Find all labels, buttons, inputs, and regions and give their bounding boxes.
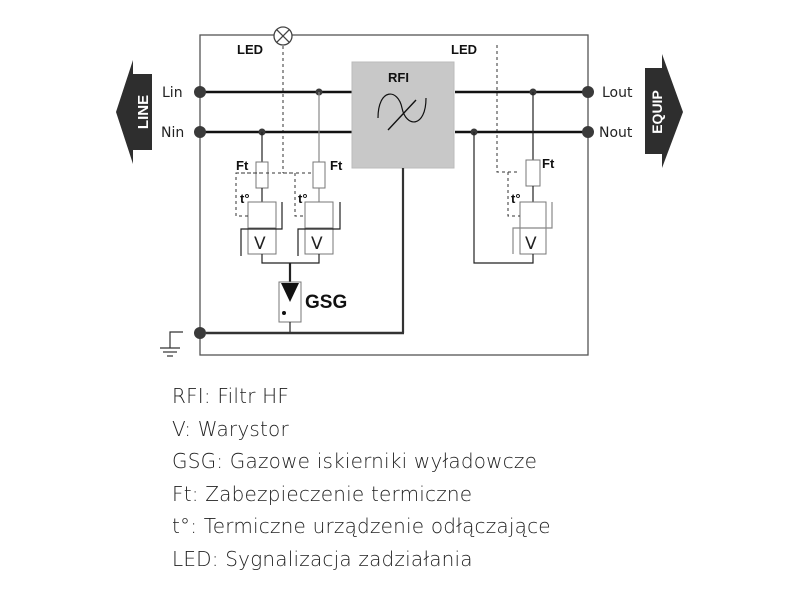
lin-label: Lin	[162, 85, 183, 101]
equip-arrow-label: EQUIP	[649, 90, 665, 134]
thermal-fuse-1	[255, 161, 269, 189]
legend-item-rfi: RFI: Filtr HF	[172, 384, 290, 408]
filter-sine-icon	[377, 93, 427, 131]
t-label-2: t°	[298, 191, 308, 206]
terminal-pe	[194, 327, 206, 339]
line-arrow-label: LINE	[135, 95, 152, 129]
varistor-2	[304, 227, 334, 255]
rfi-filter-block	[351, 61, 455, 169]
branch-wire	[473, 132, 534, 264]
ft-label-2: Ft	[330, 158, 343, 173]
lout-label: Lout	[602, 85, 633, 101]
thermal-fuse-3	[525, 159, 541, 187]
varistor-1	[247, 227, 277, 255]
enclosure-frame	[199, 34, 589, 356]
led-lamp-icon	[273, 26, 293, 46]
led-right-label: LED	[451, 42, 477, 57]
varistor-symbol	[240, 202, 283, 256]
thermal-fuse-2	[312, 161, 326, 189]
led-left-label: LED	[237, 42, 263, 57]
terminal-lout	[582, 86, 594, 98]
v-label-3: V	[525, 234, 537, 254]
rfi-label: RFI	[388, 70, 409, 85]
equip-direction-arrow: EQUIP	[645, 54, 683, 168]
legend-item-led: LED: Sygnalizacja zadziałania	[172, 546, 473, 571]
terminal-nout	[582, 126, 594, 138]
t-label-3: t°	[511, 191, 521, 206]
nout-label: Nout	[599, 125, 633, 141]
legend-item-t: t°: Termiczne urządzenie odłączające	[172, 514, 551, 538]
gsg-dot	[282, 311, 286, 315]
terminal-nin	[194, 126, 206, 138]
led-right-signal-line	[496, 45, 520, 173]
surge-protector-schematic: LED LED RFI Lin Nin Lout Nout LINE EQUIP…	[116, 26, 683, 357]
varistor-symbol	[297, 202, 341, 256]
ground-icon	[160, 331, 183, 357]
thermal-disconnect-1	[247, 201, 277, 229]
thermal-link-3	[507, 172, 520, 217]
thermal-link-2	[283, 172, 305, 217]
legend-item-ft: Ft: Zabezpieczenie termiczne	[172, 481, 473, 506]
thermal-disconnect-2	[304, 201, 334, 229]
varistor-common-wire	[261, 254, 320, 264]
thermal-disconnect-3	[519, 201, 547, 229]
ft-label-3: Ft	[542, 156, 555, 171]
varistor-symbol	[512, 202, 553, 254]
v-label-2: V	[311, 234, 323, 254]
ft-label-1: Ft	[236, 158, 249, 173]
legend: RFI: Filtr HF V: Warystor GSG: Gazowe is…	[172, 380, 551, 575]
terminal-lin	[194, 86, 206, 98]
t-label-1: t°	[240, 191, 250, 206]
legend-item-gsg: GSG: Gazowe iskierniki wyładowcze	[172, 449, 538, 473]
nin-label: Nin	[161, 125, 184, 141]
v-label-1: V	[254, 234, 266, 254]
legend-item-v: V: Warystor	[172, 416, 289, 441]
gsg-triangle-icon	[281, 283, 299, 302]
line-direction-arrow: LINE	[116, 60, 152, 164]
gsg-label: GSG	[305, 292, 347, 313]
